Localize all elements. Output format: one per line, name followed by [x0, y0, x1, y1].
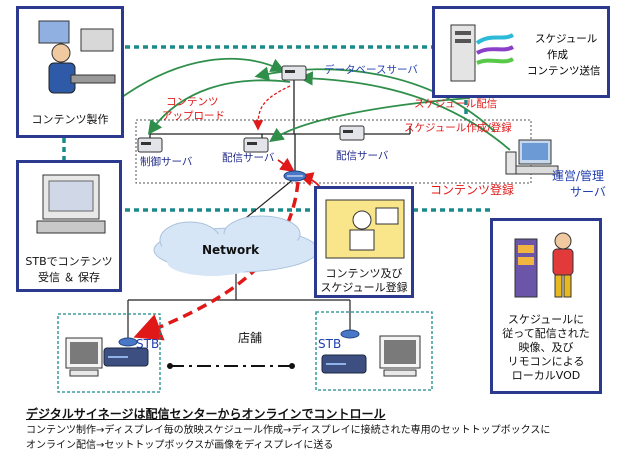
- content-schedule-reg-line2: スケジュール登録: [320, 281, 408, 294]
- delivery-server-label-2: 配信サーバ: [336, 150, 389, 162]
- content-registration-label: コンテンツ登録: [430, 183, 515, 197]
- ops-server-label-2: サーバ: [570, 185, 606, 199]
- local-vod-line4: リモコンによる: [507, 355, 585, 368]
- router-icon: [283, 170, 307, 182]
- editor-person-icon: [38, 20, 116, 94]
- content-production-label: コンテンツ製作: [31, 113, 109, 126]
- operator-icon: [325, 199, 405, 259]
- content-stream-dashed: [133, 181, 300, 341]
- server-icon: [339, 125, 365, 141]
- delivery-server-label-1: 配信サーバ: [222, 152, 275, 164]
- caption-line2: オンライン配信→セットトップボックスが画像をディスプレイに送る: [26, 440, 334, 451]
- schedule-box-line3: コンテンツ送信: [527, 65, 601, 77]
- server-area-border: [135, 119, 532, 184]
- server-icon: [281, 65, 307, 81]
- content-schedule-reg-line1: コンテンツ及び: [325, 267, 403, 280]
- upload-arrow: [252, 85, 291, 131]
- schedule-box-line2: 作成: [547, 49, 568, 61]
- stb-receive-line1: STBでコンテンツ: [25, 255, 113, 268]
- display-monitor-icon: [379, 335, 421, 377]
- stb-device: [321, 354, 367, 374]
- stb-right-label: STB: [318, 337, 342, 351]
- stb-receiver-icon: [36, 174, 106, 234]
- content-schedule-reg-box: コンテンツ及び スケジュール登録: [314, 186, 414, 298]
- stb-left-label: STB: [136, 337, 160, 351]
- delivery-arrow: [277, 157, 295, 173]
- store-link-line: [167, 363, 295, 369]
- content-upload-label-1: コンテンツ: [166, 96, 219, 108]
- control-server-label: 制御サーバ: [140, 156, 193, 168]
- caption-title: デジタルサイネージは配信センターからオンラインでコントロール: [26, 407, 386, 421]
- database-server-label: データベースサーバ: [324, 64, 418, 76]
- caption-line1: コンテンツ制作→ディスプレイ毎の放映スケジュール作成→ディスプレイに接続された専…: [26, 425, 551, 436]
- store-label: 店舗: [238, 331, 263, 345]
- schedule-box: スケジュール 作成 コンテンツ送信: [432, 6, 610, 98]
- network-label: Network: [202, 243, 260, 257]
- schedule-box-line1: スケジュール: [535, 33, 598, 45]
- local-vod-line5: ローカルVOD: [511, 369, 581, 382]
- content-upload-label-2: アップロード: [162, 110, 225, 122]
- ops-server-label-1: 運営/管理: [552, 169, 605, 183]
- server-icon: [137, 137, 163, 153]
- network-cloud: [153, 215, 319, 276]
- store-frame: [57, 311, 433, 393]
- local-vod-box: スケジュールに 従って配信された 映像、及び リモコンによる ローカルVOD: [490, 218, 602, 394]
- viewer-person-icon: [514, 232, 574, 298]
- local-vod-line1: スケジュールに: [507, 313, 585, 326]
- local-vod-line2: 従って配信された: [502, 327, 590, 340]
- stb-receive-line2: 受信 ＆ 保存: [38, 271, 100, 284]
- local-vod-line3: 映像、及び: [518, 341, 574, 354]
- router-icon: [118, 337, 138, 347]
- stb-receive-box: STBでコンテンツ 受信 ＆ 保存: [16, 160, 122, 292]
- green-flow-arrows: [117, 57, 511, 151]
- server-tower-icon: [450, 24, 515, 82]
- display-monitor-icon: [65, 337, 103, 377]
- router-icon: [340, 329, 360, 339]
- server-icon: [243, 137, 269, 153]
- content-production-box: コンテンツ製作: [16, 6, 124, 138]
- stb-device: [103, 347, 149, 367]
- computer-icon: [505, 139, 559, 175]
- schedule-creation-label: スケジュール作成/登録: [404, 122, 512, 134]
- schedule-delivery-label: スケジュール配信: [414, 98, 498, 110]
